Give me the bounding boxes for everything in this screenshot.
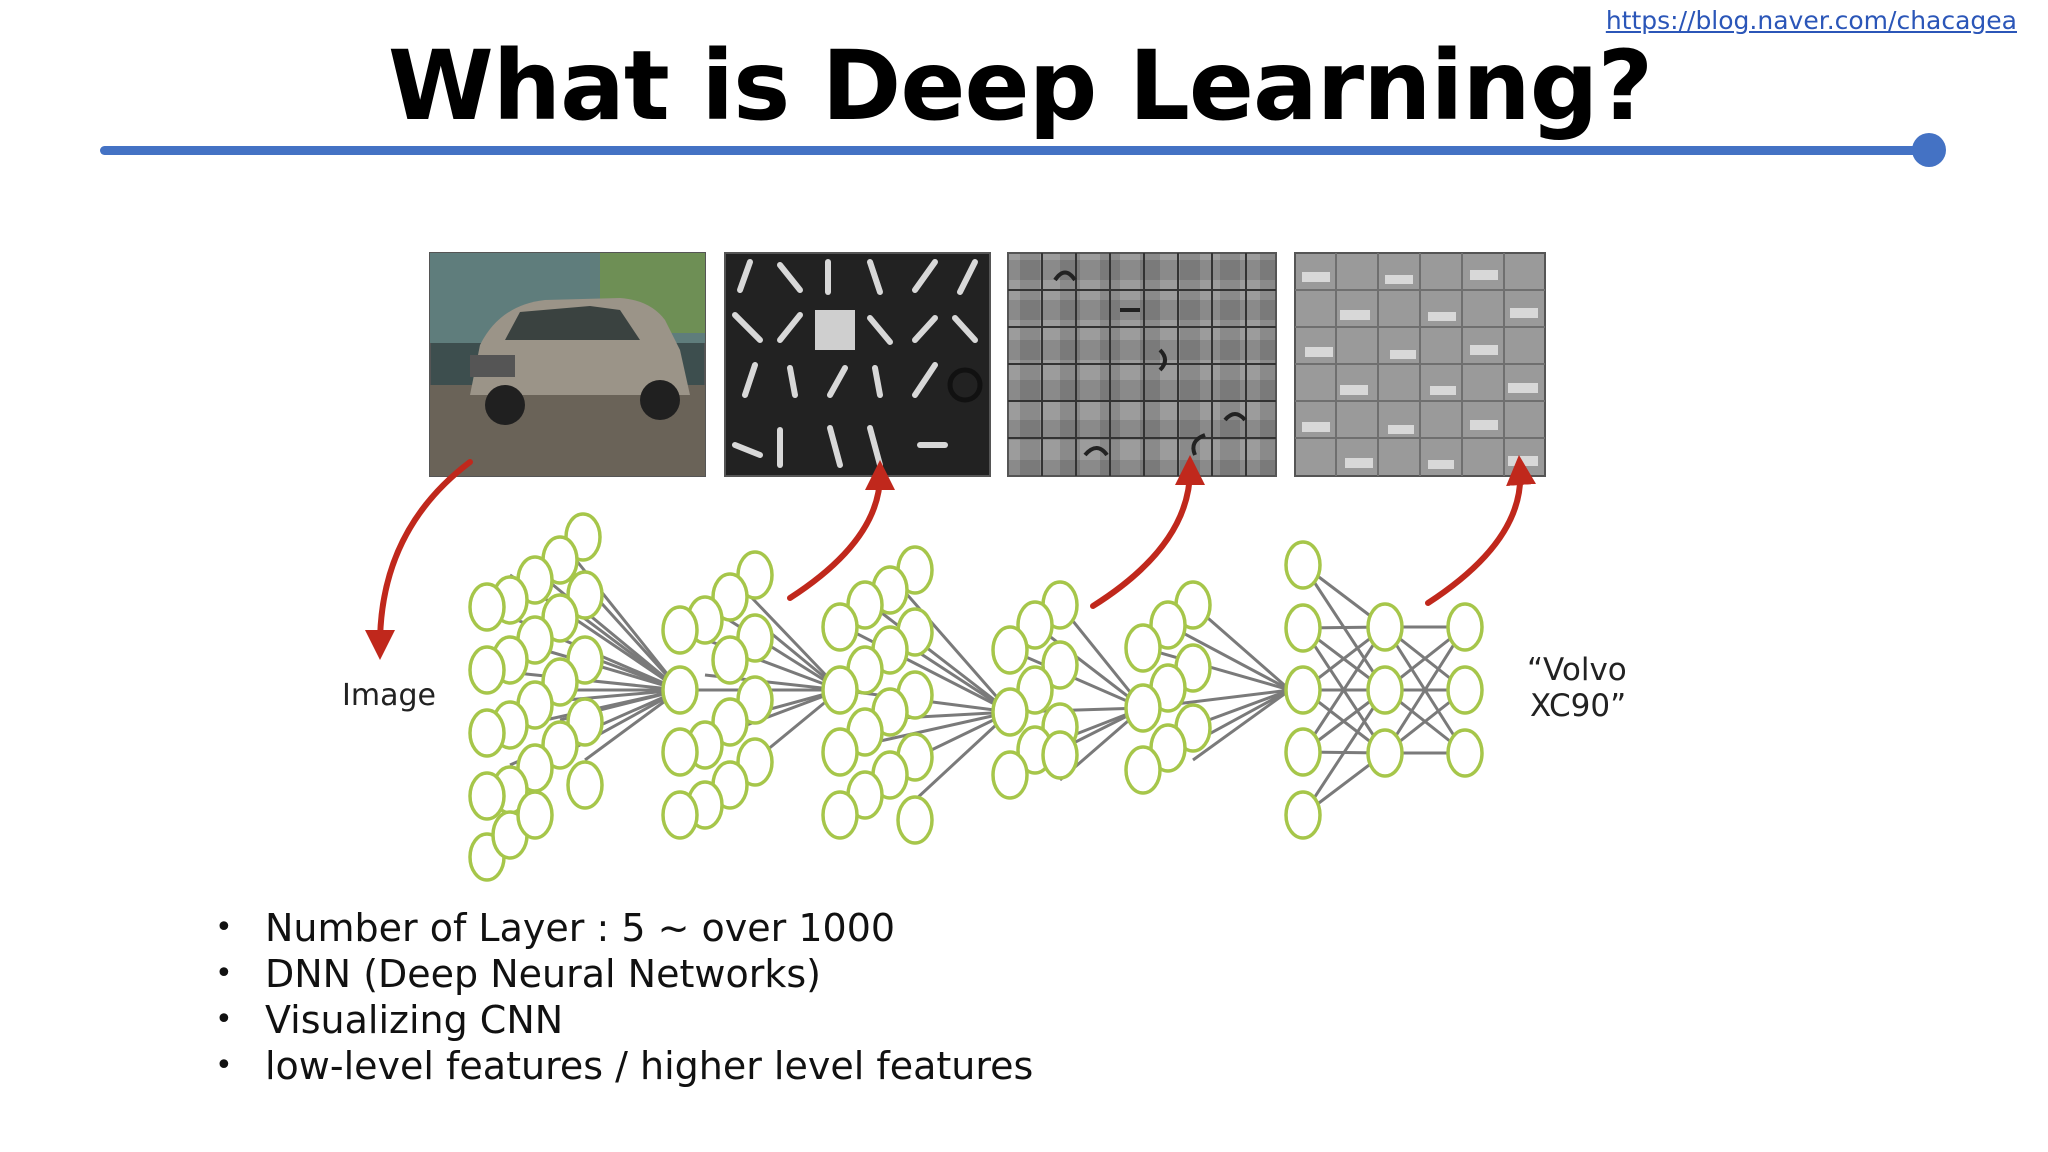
output-label-line2: XC90”	[1530, 688, 1626, 724]
arrow-to-edge-filters	[787, 460, 895, 601]
output-label-line1: “Volvo	[1527, 652, 1627, 688]
arrow-to-car-features	[1425, 455, 1537, 606]
bullet-item: Visualizing CNN	[210, 997, 1033, 1043]
mid-level-part-features	[1007, 252, 1277, 477]
high-level-car-features	[1294, 252, 1546, 477]
feature-arrows	[365, 455, 1537, 660]
title-underline	[100, 146, 1930, 155]
bullet-list: Number of Layer : 5 ~ over 1000 DNN (Dee…	[210, 905, 1033, 1089]
low-level-edge-filters	[724, 252, 991, 477]
slide-title: What is Deep Learning?	[387, 30, 1653, 142]
arrow-to-image-label	[365, 459, 473, 660]
bullet-item: low-level features / higher level featur…	[210, 1043, 1033, 1089]
network-nodes	[468, 512, 1484, 882]
photo-of-volvo-xc90-car	[429, 252, 706, 477]
arrow-to-part-features	[1090, 455, 1205, 609]
blog-link[interactable]: https://blog.naver.com/chacagea	[1605, 6, 2017, 35]
title-underline-dot	[1912, 133, 1946, 167]
input-label: Image	[342, 678, 436, 713]
bullet-item: DNN (Deep Neural Networks)	[210, 951, 1033, 997]
bullet-item: Number of Layer : 5 ~ over 1000	[210, 905, 1033, 951]
